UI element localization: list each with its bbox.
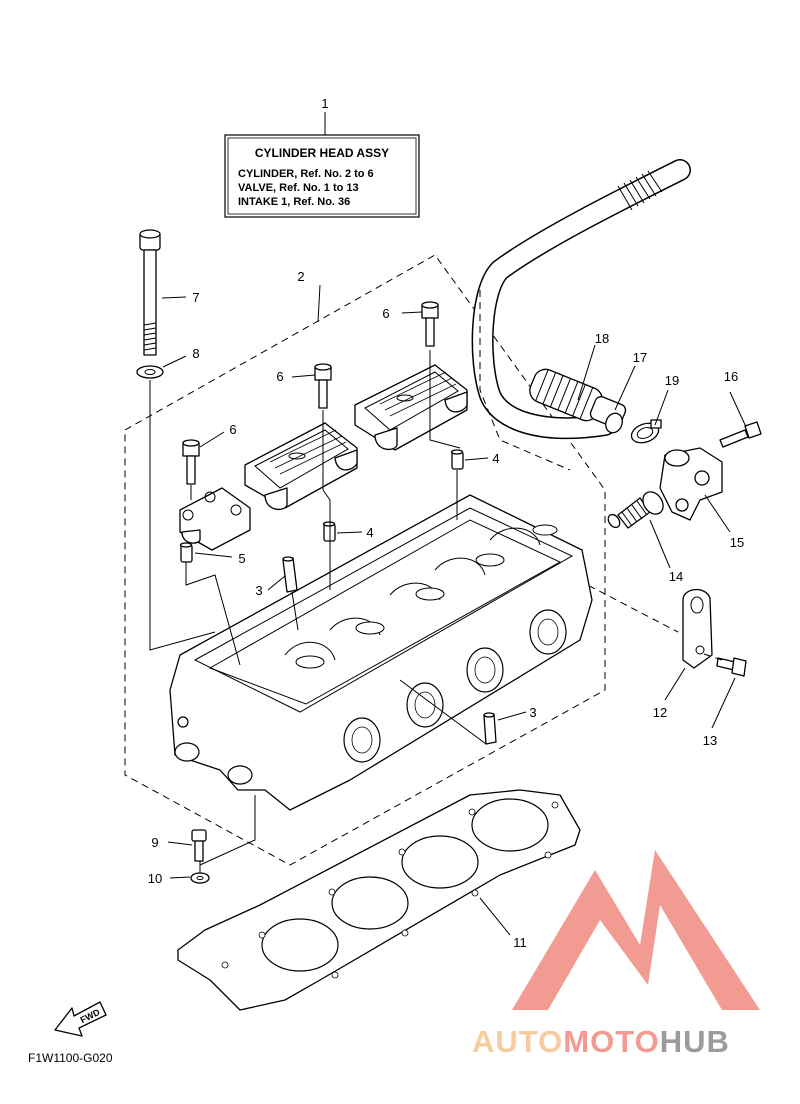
small-washer [190, 872, 210, 884]
callout-19: 19 [665, 373, 679, 388]
callout-14: 14 [669, 569, 683, 584]
callout-8: 8 [192, 346, 199, 361]
callout-18: 18 [595, 331, 609, 346]
callout-5: 5 [238, 551, 245, 566]
small-bolt [191, 829, 207, 862]
callout-labels: 1 2 3 3 4 4 5 6 6 6 7 8 9 10 11 12 13 14… [148, 96, 744, 950]
hose-clamp [630, 419, 662, 444]
callout-17: 17 [633, 350, 647, 365]
callout-2: 2 [297, 269, 304, 284]
callout-3-lower: 3 [529, 705, 536, 720]
callout-9: 9 [151, 835, 158, 850]
callout-4-middle: 4 [366, 525, 373, 540]
callout-leaders [161, 284, 747, 936]
assembly-boundary [124, 254, 606, 866]
info-box-line-3: INTAKE 1, Ref. No. 36 [238, 196, 350, 208]
callout-10: 10 [148, 871, 162, 886]
callout-1: 1 [321, 96, 328, 111]
camshaft-cap-front [179, 487, 251, 551]
head-bolt [139, 229, 161, 356]
mounting-bracket [577, 579, 747, 677]
cylinder-head [169, 494, 593, 811]
callout-11: 11 [513, 935, 527, 950]
callout-13: 13 [703, 733, 717, 748]
callout-6-middle: 6 [276, 369, 283, 384]
callout-12: 12 [653, 705, 667, 720]
water-fitting [659, 421, 762, 521]
callout-4-right: 4 [492, 451, 499, 466]
head-gasket [177, 789, 581, 1011]
callout-15: 15 [730, 535, 744, 550]
assembly-links [185, 350, 487, 875]
logo-text-auto: AUTO [472, 1024, 563, 1059]
callout-6-front: 6 [229, 422, 236, 437]
logo-text-hub: HUB [660, 1024, 730, 1059]
head-bolt-washer [136, 365, 216, 651]
callout-16: 16 [724, 369, 738, 384]
info-box-title: CYLINDER HEAD ASSY [255, 146, 389, 160]
automotohub-logo: AUTOMOTOHUB [472, 850, 760, 1059]
cap-bolts [182, 301, 439, 485]
breather-hose [471, 159, 691, 471]
dowel-pins [179, 449, 497, 745]
camshaft-cap-rear [354, 364, 468, 451]
info-box-line-1: CYLINDER, Ref. No. 2 to 6 [238, 168, 374, 180]
thermostat [607, 491, 664, 529]
info-box-line-2: VALVE, Ref. No. 1 to 13 [238, 182, 359, 194]
callout-6-rear: 6 [382, 306, 389, 321]
logo-text-moto: MOTO [563, 1024, 659, 1059]
svg-text:AUTOMOTOHUB: AUTOMOTOHUB [472, 1024, 730, 1059]
callout-7: 7 [192, 290, 199, 305]
info-box: CYLINDER HEAD ASSY CYLINDER, Ref. No. 2 … [224, 112, 420, 218]
diagram-code: F1W1100-G020 [28, 1051, 113, 1065]
fwd-arrow-icon: FWD [54, 1001, 107, 1037]
camshaft-cap-middle [244, 422, 358, 511]
callout-3-upper: 3 [255, 583, 262, 598]
